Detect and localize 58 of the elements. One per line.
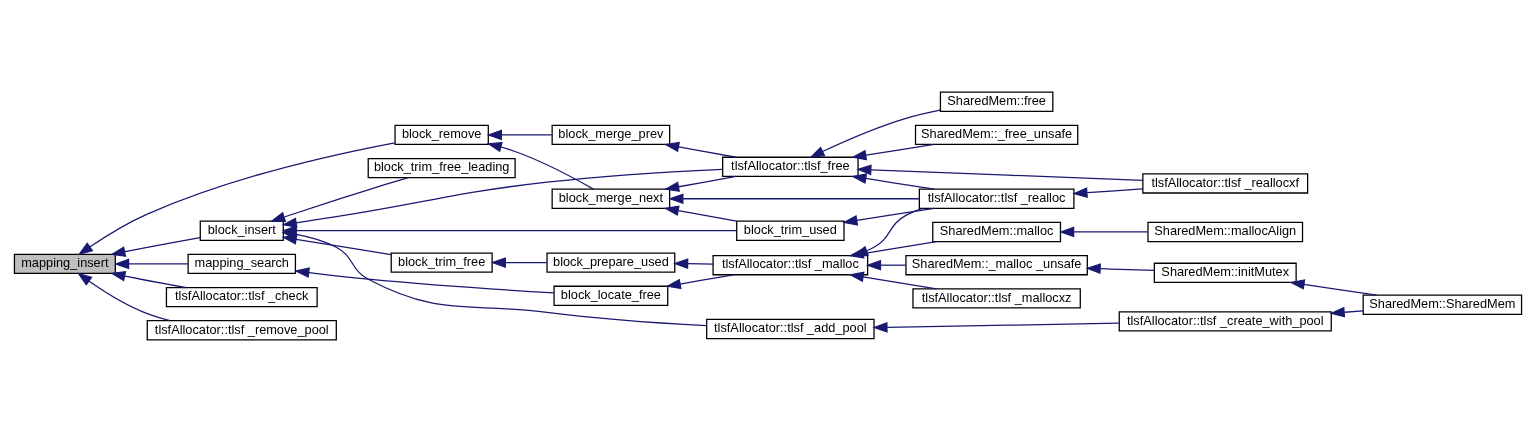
arrow	[1058, 226, 1149, 237]
arrow	[851, 143, 935, 160]
arrow	[281, 233, 392, 255]
node-box: mapping_insert	[13, 253, 116, 274]
node-box: SharedMem::_free_unsafe	[914, 124, 1079, 145]
node-box: SharedMem::SharedMem	[1362, 294, 1523, 315]
arrow	[842, 207, 935, 226]
node-box: SharedMem::_malloc _unsafe	[905, 254, 1088, 275]
node-box: tlsfAllocator::tlsf _add_pool	[706, 318, 875, 339]
node-box: tlsfAllocator::tlsf_free	[722, 156, 859, 177]
node-box: tlsfAllocator::tlsf _create_with_pool	[1118, 310, 1332, 332]
node-box: tlsfAllocator::tlsf _check	[165, 286, 318, 307]
node-box: SharedMem::mallocAlign	[1147, 221, 1304, 242]
arrow	[1085, 262, 1155, 274]
node-box: block_merge_prev	[551, 124, 671, 145]
arrow	[856, 164, 1144, 181]
arrow	[665, 273, 735, 289]
arrow	[865, 259, 907, 271]
arrow	[110, 270, 186, 288]
node-box: block_insert	[199, 219, 284, 241]
arrow	[663, 175, 737, 192]
arrow	[77, 271, 171, 321]
node-box: tlsfAllocator::tlsf _mallocxz	[912, 287, 1081, 309]
node-box: block_trim_free_leading	[367, 157, 516, 178]
node-box: block_trim_used	[736, 219, 845, 241]
arrow	[1289, 278, 1378, 296]
arrow	[668, 192, 920, 204]
arrow	[294, 266, 555, 293]
arrow	[486, 141, 595, 190]
arrow	[77, 141, 396, 255]
arrow	[872, 321, 1120, 333]
arrow	[490, 256, 548, 268]
arrow	[486, 129, 553, 140]
node-box: block_prepare_used	[546, 251, 676, 273]
node-box: block_remove	[394, 124, 489, 145]
node-box: SharedMem::free	[939, 90, 1054, 112]
node-box: tlsfAllocator::tlsf _realloc	[918, 188, 1075, 209]
arrow	[663, 204, 738, 222]
arrow	[809, 108, 941, 158]
arrow	[672, 257, 714, 269]
arrow	[851, 172, 935, 190]
node-box: mapping_search	[187, 253, 297, 274]
arrow	[110, 236, 201, 257]
arrow	[848, 271, 938, 289]
arrow	[1329, 306, 1364, 318]
node-box: tlsfAllocator::tlsf _remove_pool	[146, 319, 337, 341]
arrow	[270, 176, 409, 222]
arrow	[113, 258, 189, 269]
node-box: block_merge_next	[551, 188, 671, 209]
arrow	[281, 168, 723, 228]
node-box: tlsfAllocator::tlsf _reallocxf	[1142, 172, 1309, 194]
arrow	[1072, 186, 1143, 198]
node-box: block_locate_free	[553, 285, 669, 306]
node-box: SharedMem::malloc	[932, 221, 1062, 242]
arrow	[663, 141, 737, 158]
node-box: SharedMem::initMutex	[1153, 262, 1297, 283]
node-box: block_trim_free	[390, 251, 493, 273]
node-box: tlsfAllocator::tlsf _malloc	[712, 254, 869, 275]
